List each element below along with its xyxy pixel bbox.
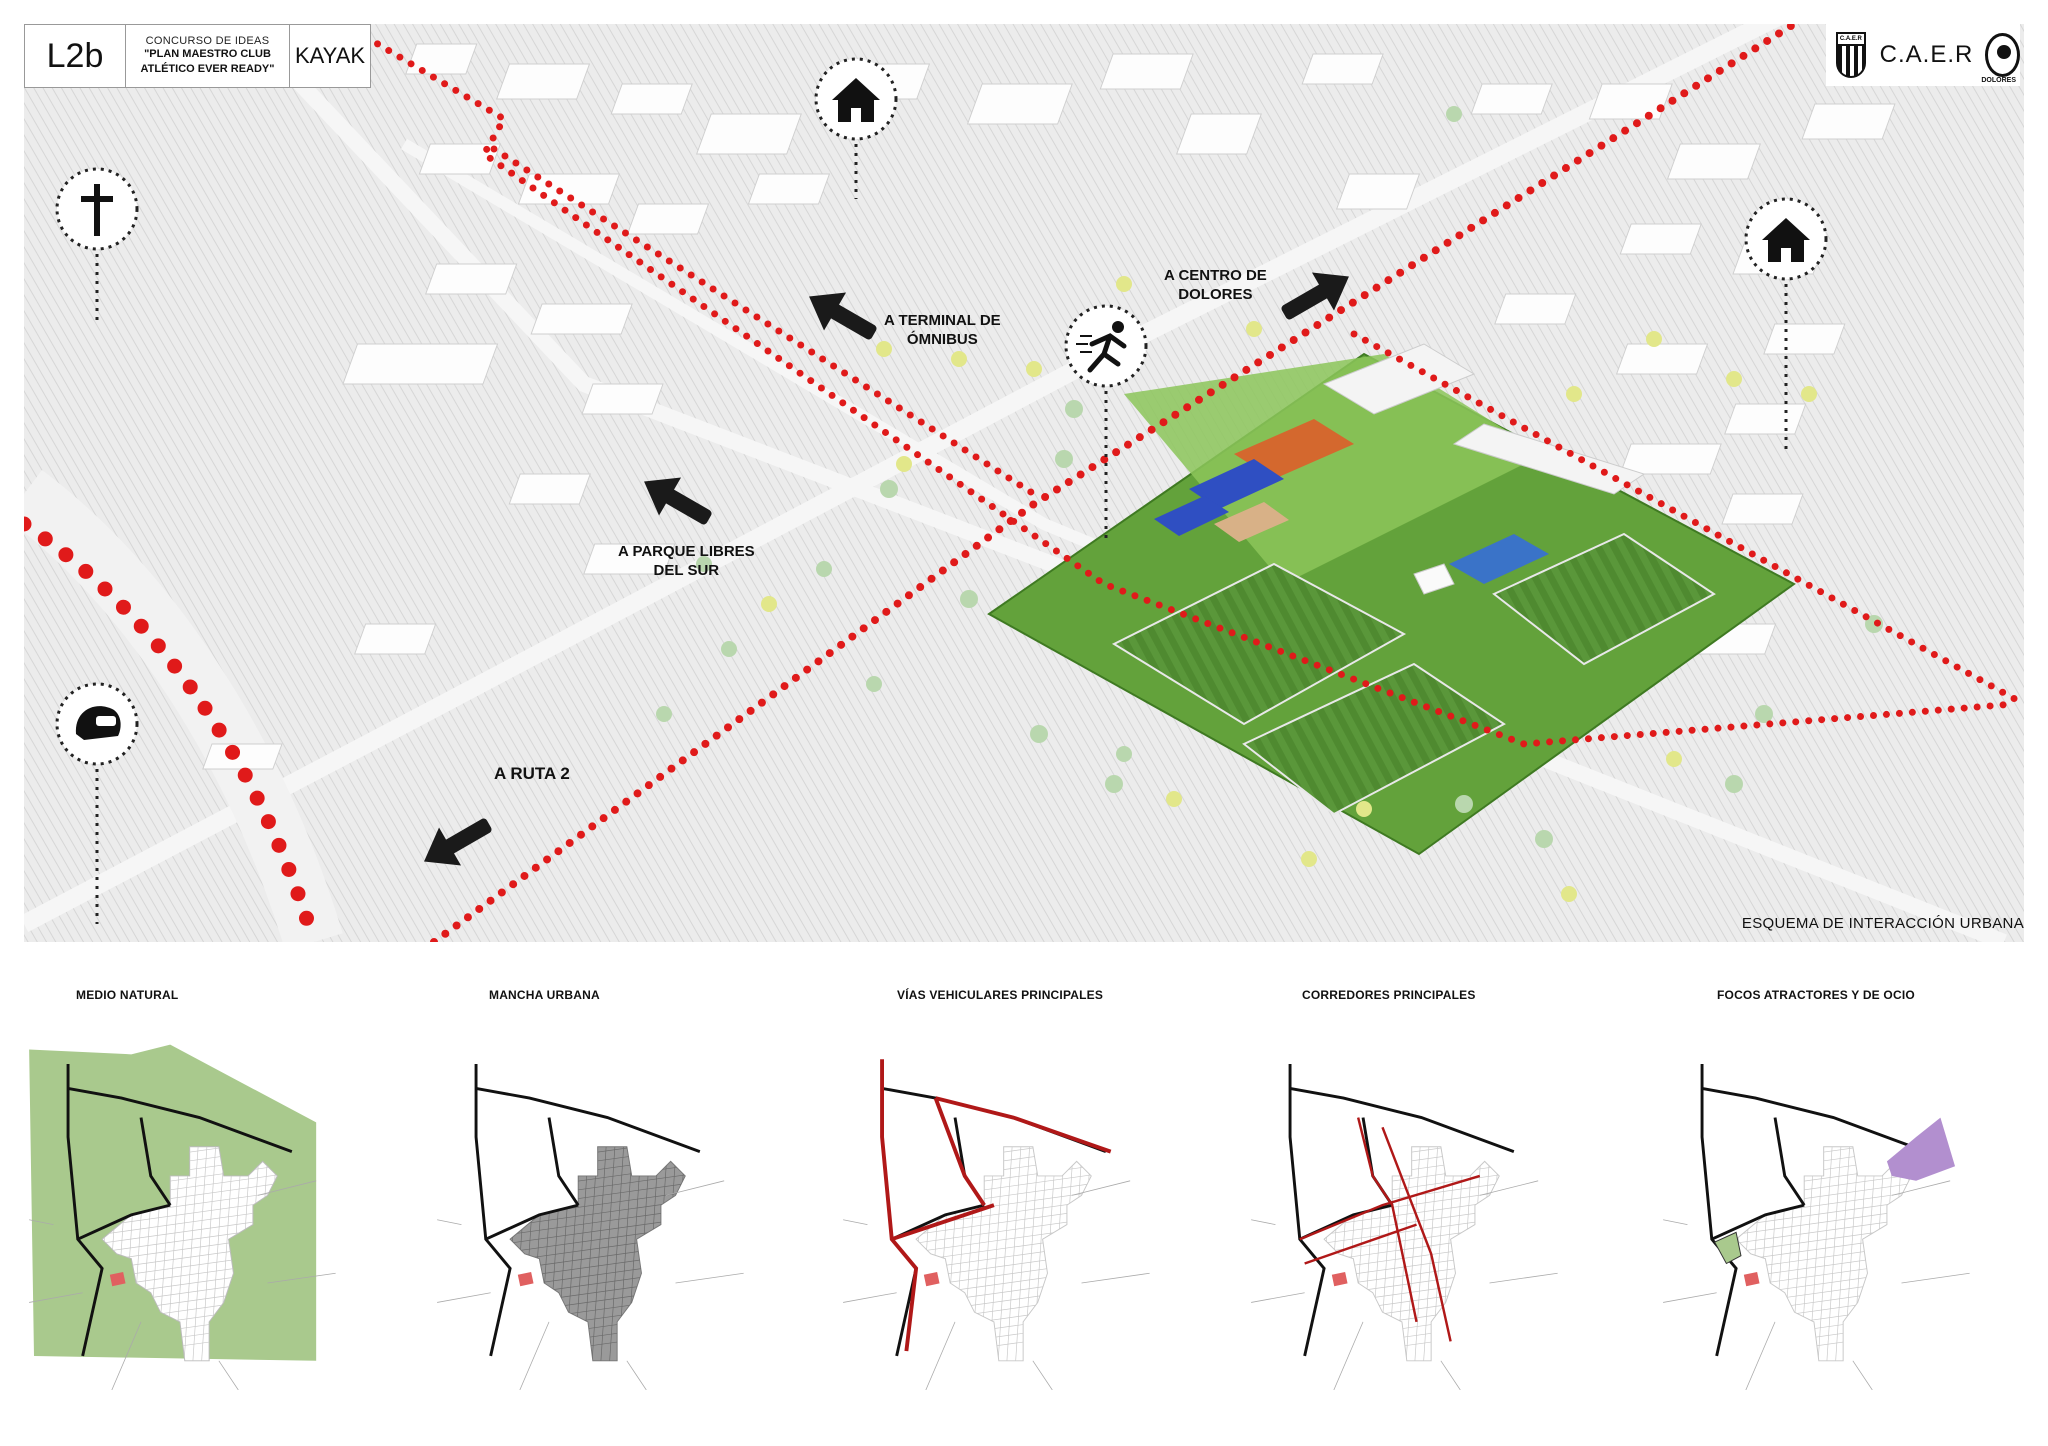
pin-icons — [55, 57, 1828, 924]
site-marker — [1743, 1271, 1760, 1287]
secondary-roads — [843, 1180, 1150, 1390]
highlighted-corridors — [1299, 1117, 1481, 1342]
arrow-icon — [1281, 272, 1349, 320]
arrow-icon — [424, 818, 492, 866]
town-footprint — [915, 1146, 1092, 1362]
court — [1189, 459, 1284, 509]
sports-complex — [987, 343, 1796, 856]
map-foci — [1663, 1064, 1970, 1390]
map-title-roads: VÍAS VEHICULARES PRINCIPALES — [897, 988, 1104, 1002]
pool — [1449, 534, 1549, 584]
arrow-label-ruta: A RUTA 2 — [494, 764, 570, 783]
town-footprint — [1323, 1146, 1500, 1362]
plan-line-2: ATLÉTICO EVER READY" — [140, 63, 275, 75]
town-footprint — [101, 1146, 278, 1362]
arrow-icon — [809, 292, 877, 340]
main-roads — [1700, 1064, 1927, 1357]
tennis-court — [1234, 419, 1354, 479]
court — [1154, 496, 1229, 536]
road-bands — [24, 24, 2007, 942]
entry-code: L2b — [25, 25, 126, 87]
municipality-name: DOLORES — [1981, 77, 2016, 84]
trees — [656, 106, 1883, 902]
municipality-seal-logo — [1985, 33, 2020, 77]
court — [1214, 502, 1289, 542]
secondary-roads — [29, 1180, 336, 1390]
map-urban — [437, 1064, 744, 1390]
map-title-foci: FOCOS ATRACTORES Y DE OCIO — [1717, 988, 1915, 1002]
green-focus-area — [1714, 1231, 1742, 1265]
helmet-icon — [55, 682, 139, 924]
contest-line: CONCURSO DE IDEAS — [145, 35, 270, 47]
map-title-urban: MANCHA URBANA — [489, 988, 600, 1002]
town-footprint — [1735, 1146, 1912, 1362]
arrow-icon — [644, 477, 712, 525]
site-marker — [109, 1271, 126, 1287]
plan-line-1: "PLAN MAESTRO CLUB — [144, 48, 271, 60]
map-natural — [29, 1044, 336, 1390]
site-marker — [517, 1271, 534, 1287]
route-lines — [24, 24, 2024, 942]
main-roads — [474, 1064, 701, 1357]
logo-block: C.A.E.R C.A.E.R DOLORES — [1826, 24, 2020, 86]
map-corridors — [1251, 1064, 1558, 1390]
runner-icon — [1064, 304, 1148, 544]
football-field — [1492, 532, 1716, 666]
club-abbr: C.A.E.R — [1879, 41, 1974, 68]
cross-icon — [55, 167, 139, 324]
main-roads — [66, 1064, 293, 1357]
title-block: L2b CONCURSO DE IDEAS "PLAN MAESTRO CLUB… — [24, 24, 371, 88]
contest-title: CONCURSO DE IDEAS "PLAN MAESTRO CLUB ATL… — [126, 25, 290, 87]
secondary-roads — [1663, 1180, 1970, 1390]
site-marker — [1331, 1271, 1348, 1287]
map-title-corridors: CORREDORES PRINCIPALES — [1302, 988, 1476, 1002]
secondary-roads — [437, 1180, 744, 1390]
secondary-roads — [1251, 1180, 1558, 1390]
aerial-illustration — [24, 24, 2024, 942]
map-roads — [843, 1059, 1150, 1390]
house-icon — [1744, 197, 1828, 454]
site-marker — [923, 1271, 940, 1287]
aerial-caption: ESQUEMA DE INTERACCIÓN URBANA — [1741, 915, 2024, 932]
team-name: KAYAK — [294, 43, 366, 68]
city-blocks — [202, 43, 1896, 770]
map-title-natural: MEDIO NATURAL — [76, 988, 179, 1002]
town-footprint — [509, 1146, 686, 1362]
leisure-focus-area — [1886, 1117, 1956, 1181]
club-shield-logo: C.A.E.R — [1836, 32, 1866, 78]
direction-arrows — [424, 272, 1349, 866]
highlighted-roads — [880, 1059, 1112, 1352]
house-icon — [814, 57, 898, 199]
football-field — [1242, 662, 1506, 816]
